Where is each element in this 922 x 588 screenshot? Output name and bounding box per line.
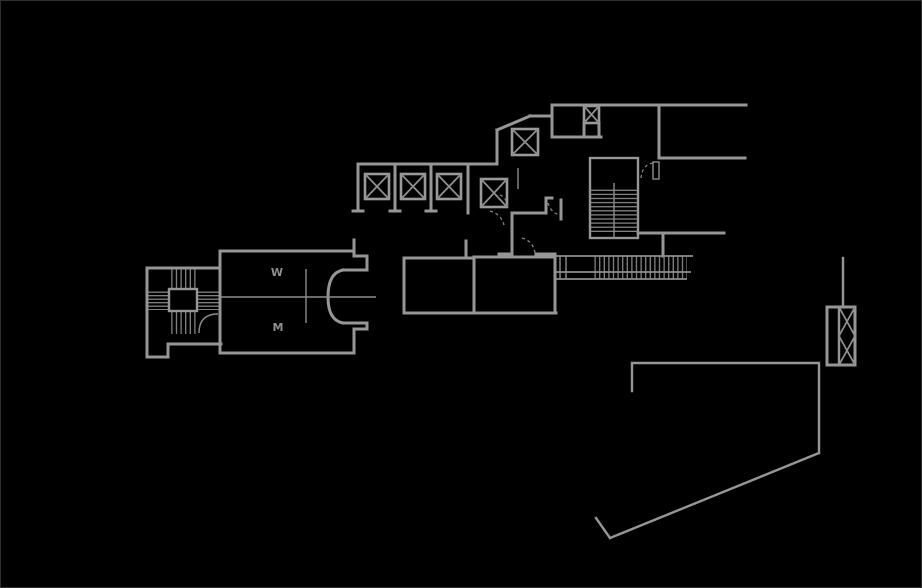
service-elevator-icon bbox=[582, 104, 601, 125]
stair-treads-bottom bbox=[170, 311, 196, 334]
door-swing-arc bbox=[640, 162, 654, 179]
elevator-shaft-icon bbox=[510, 127, 540, 157]
lower-rooms bbox=[402, 255, 558, 315]
door-swing-arc bbox=[547, 202, 561, 216]
stair-treads-top bbox=[170, 269, 196, 289]
door-swing-arc bbox=[499, 194, 509, 211]
womens-restroom-label: W bbox=[271, 266, 283, 279]
elevator-lobby bbox=[464, 168, 563, 260]
elevator-shaft-icon bbox=[399, 172, 427, 201]
door-swings bbox=[489, 162, 654, 254]
elevator-shaft-icon bbox=[363, 172, 391, 201]
stair-treads-left bbox=[148, 290, 169, 310]
door-swing-arc bbox=[489, 210, 505, 226]
elevator-shaft-icon bbox=[435, 172, 463, 201]
stair-treads-right bbox=[198, 290, 219, 310]
escalator bbox=[553, 254, 693, 315]
southeast-wing bbox=[594, 361, 821, 540]
door-swing-arc bbox=[521, 237, 536, 254]
stair-landing bbox=[167, 287, 199, 313]
stair-door-arc bbox=[198, 313, 219, 334]
right-elevator bbox=[825, 256, 857, 367]
main-stair bbox=[588, 156, 726, 258]
elevator-bank bbox=[351, 162, 499, 215]
freight-elevator-x bbox=[838, 306, 856, 366]
restrooms-block: W M bbox=[218, 238, 376, 355]
left-stairwell bbox=[145, 266, 223, 359]
door-leaf bbox=[652, 161, 660, 180]
mens-restroom-label: M bbox=[273, 321, 284, 334]
upper-block bbox=[495, 103, 748, 180]
escalator-steps bbox=[594, 256, 687, 279]
elevator-shaft-icon bbox=[479, 177, 509, 209]
